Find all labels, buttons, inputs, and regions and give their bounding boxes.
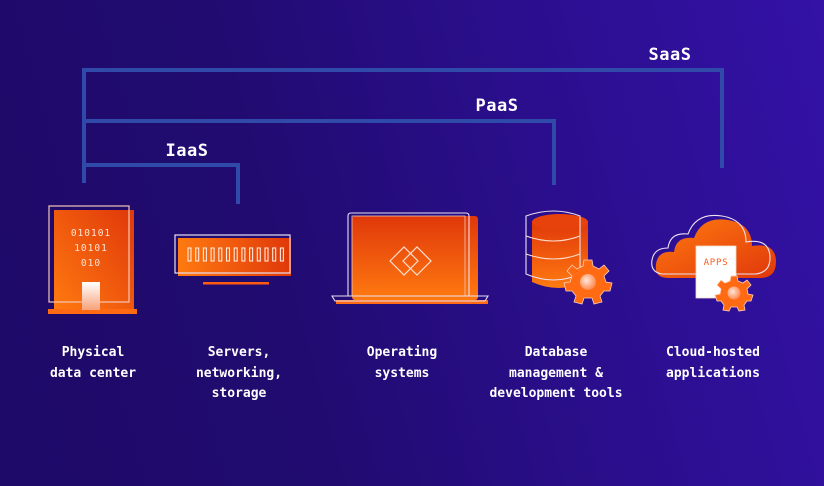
cloud-apps-icon: APPS (648, 206, 788, 312)
binary-line-3: 010 (81, 258, 101, 269)
laptop-os-icon (330, 210, 490, 308)
binary-line-2: 10101 (74, 243, 108, 254)
iaas-label: IaaS (165, 141, 209, 161)
binary-line-1: 010101 (71, 228, 111, 239)
caption-database-dev-tools: Database management & development tools (489, 345, 623, 401)
saas-label: SaaS (648, 45, 692, 65)
iaas-bracket (82, 163, 240, 204)
caption-cloud-hosted-applications: Cloud-hosted applications (666, 345, 760, 381)
caption-operating-systems: Operating systems (366, 345, 438, 381)
caption-servers-networking-storage: Servers, networking, storage (195, 345, 283, 401)
paas-bracket (82, 119, 556, 185)
server-rack-icon (172, 232, 300, 288)
database-gear-icon (518, 208, 614, 306)
apps-label: APPS (704, 258, 729, 268)
caption-physical-data-center: Physical data center (49, 345, 137, 381)
bracket-left-stem (82, 68, 86, 183)
paas-label: PaaS (475, 96, 519, 116)
data-center-icon: 010101 10101 010 (44, 202, 140, 318)
